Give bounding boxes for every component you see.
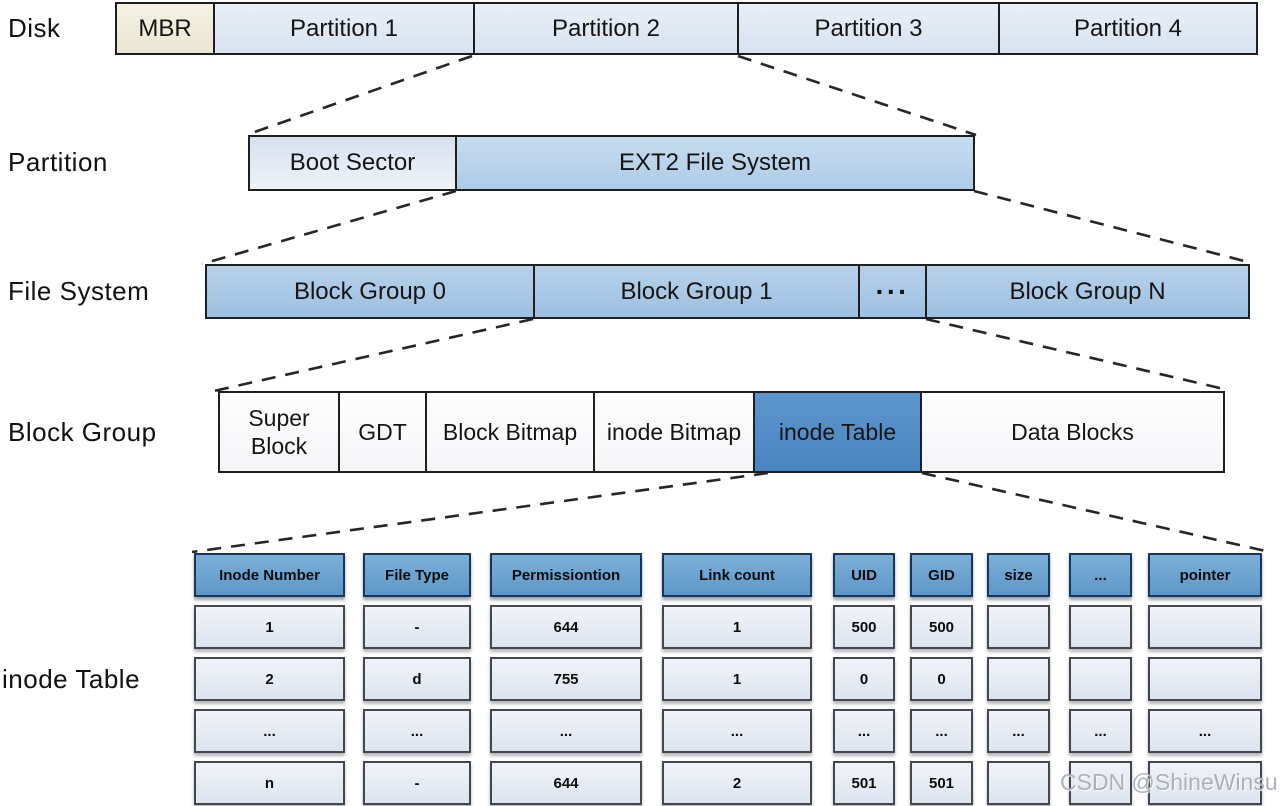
block-group-1-box: Block Group 1 — [533, 264, 860, 319]
partition-2-box: Partition 2 — [473, 2, 739, 55]
disk-label: Disk — [8, 13, 61, 43]
partition-1-box: Partition 1 — [213, 2, 475, 55]
inode-cell — [1069, 761, 1132, 805]
inode-cell: ... — [490, 709, 642, 753]
inode-cell — [1148, 605, 1262, 649]
inode-table-header-permission: Permissiontion — [490, 553, 642, 597]
inode-cell: 2 — [194, 657, 345, 701]
inode-cell: ... — [1069, 709, 1132, 753]
inode-cell: 501 — [833, 761, 895, 805]
ext2-file-system-box: EXT2 File System — [455, 135, 975, 191]
inode-cell — [1069, 605, 1132, 649]
inode-table-label: inode Table — [2, 664, 141, 694]
inode-cell: 755 — [490, 657, 642, 701]
inode-cell: n — [194, 761, 345, 805]
inode-cell: ... — [1148, 709, 1262, 753]
super-block-box: Super Block — [218, 391, 340, 473]
block-group-label: Block Group — [8, 417, 157, 447]
mbr-box: MBR — [115, 2, 215, 55]
inode-cell — [1148, 657, 1262, 701]
inode-table-header-inode-number: Inode Number — [194, 553, 345, 597]
inode-cell: 501 — [910, 761, 973, 805]
inode-cell — [987, 657, 1050, 701]
csdn-watermark: CSDN @ShineWinsu — [1060, 769, 1278, 795]
block-group-n-box: Block Group N — [925, 264, 1250, 319]
inode-table-header-ellipsis: ... — [1069, 553, 1132, 597]
partition-3-box: Partition 3 — [737, 2, 1000, 55]
inode-cell: 1 — [194, 605, 345, 649]
boot-sector-box: Boot Sector — [248, 135, 457, 191]
inode-table-header-uid: UID — [833, 553, 895, 597]
inode-cell: 0 — [910, 657, 973, 701]
inode-cell: ... — [833, 709, 895, 753]
partition-4-box: Partition 4 — [998, 2, 1258, 55]
inode-cell: d — [363, 657, 471, 701]
inode-cell: - — [363, 761, 471, 805]
file-system-label: File System — [8, 276, 150, 306]
block-group-ellipsis-box: ··· — [858, 264, 927, 319]
inode-cell: 0 — [833, 657, 895, 701]
data-blocks-box: Data Blocks — [920, 391, 1225, 473]
inode-cell: 644 — [490, 761, 642, 805]
block-bitmap-box: Block Bitmap — [425, 391, 595, 473]
inode-cell: 500 — [833, 605, 895, 649]
inode-table-header-pointer: pointer — [1148, 553, 1262, 597]
inode-table-header-size: size — [987, 553, 1050, 597]
partition-label: Partition — [8, 147, 108, 177]
inode-cell: 500 — [910, 605, 973, 649]
inode-bitmap-box: inode Bitmap — [593, 391, 755, 473]
inode-cell — [987, 605, 1050, 649]
inode-table-box: inode Table — [753, 391, 922, 473]
block-group-0-box: Block Group 0 — [205, 264, 535, 319]
inode-cell: 2 — [662, 761, 812, 805]
inode-table-header-file-type: File Type — [363, 553, 471, 597]
gdt-box: GDT — [338, 391, 427, 473]
inode-table-header-gid: GID — [910, 553, 973, 597]
inode-cell: ... — [987, 709, 1050, 753]
inode-table-header-link-count: Link count — [662, 553, 812, 597]
inode-cell: - — [363, 605, 471, 649]
inode-cell: 644 — [490, 605, 642, 649]
inode-cell: ... — [662, 709, 812, 753]
inode-cell: 1 — [662, 657, 812, 701]
inode-cell: 1 — [662, 605, 812, 649]
inode-cell — [987, 761, 1050, 805]
inode-cell — [1148, 761, 1262, 805]
inode-cell — [1069, 657, 1132, 701]
inode-cell: ... — [363, 709, 471, 753]
inode-cell: ... — [910, 709, 973, 753]
inode-cell: ... — [194, 709, 345, 753]
